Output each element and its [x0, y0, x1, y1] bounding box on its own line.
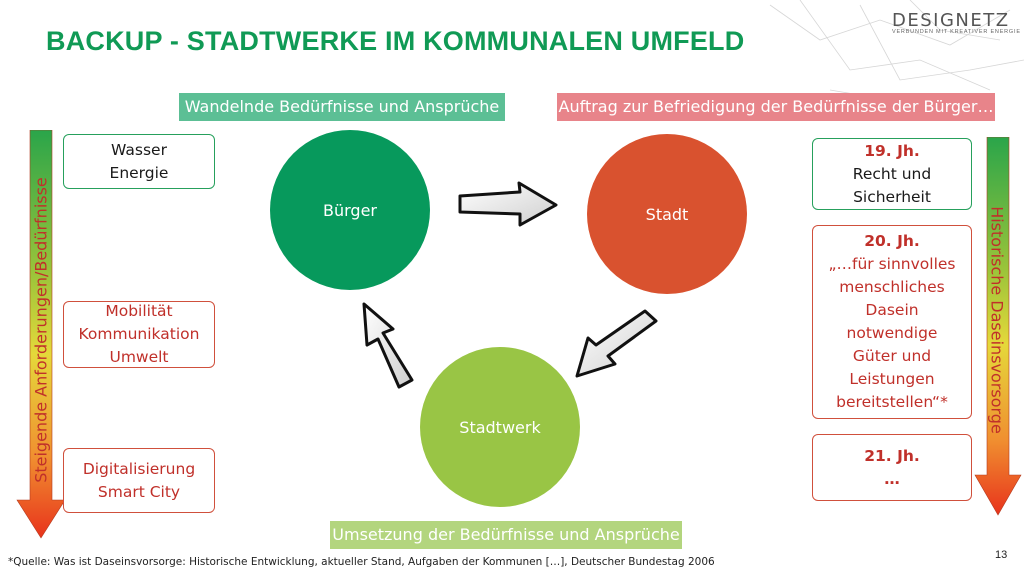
box-line: notwendige — [846, 324, 938, 342]
page-title: BACKUP - STADTWERKE IM KOMMUNALEN UMFELD — [46, 26, 745, 56]
box-line: Wasser — [111, 140, 167, 159]
box-line: bereitstellen“* — [836, 393, 948, 411]
banner-umsetzung: Umsetzung der Bedürfnisse und Ansprüche — [330, 521, 682, 549]
right-axis-label: Historische Daseinsvorsorge — [987, 206, 1007, 434]
circle-label: Stadtwerk — [459, 417, 541, 437]
right-gradient-arrow — [974, 137, 1022, 516]
box-digitalisierung: Digitalisierung Smart City — [63, 448, 215, 513]
box-line: Kommunikation — [78, 325, 200, 343]
box-line: Digitalisierung — [82, 459, 196, 478]
circle-label: Bürger — [323, 200, 377, 220]
box-20-jh: 20. Jh. „…für sinnvolles menschliches Da… — [812, 225, 972, 419]
box-line: Mobilität — [105, 302, 173, 320]
box-line: Leistungen — [849, 370, 935, 388]
logo-designetz: DESIGNETZ — [892, 10, 1010, 31]
box-19-jh: 19. Jh. Recht und Sicherheit — [812, 138, 972, 210]
circle-buerger: Bürger — [270, 130, 430, 290]
left-axis-label: Steigende Anforderungen/Bedürfnisse — [31, 177, 51, 483]
box-line: menschliches — [839, 278, 945, 296]
footnote: *Quelle: Was ist Daseinsvorsorge: Histor… — [8, 556, 715, 568]
box-heading: 19. Jh. — [864, 141, 920, 160]
circle-label: Stadt — [645, 204, 689, 224]
box-line: Sicherheit — [853, 187, 931, 206]
banner-wandelnde-beduerfnisse: Wandelnde Bedürfnisse und Ansprüche — [179, 93, 505, 121]
box-line: Recht und — [852, 164, 932, 183]
box-mobilitaet: Mobilität Kommunikation Umwelt — [63, 301, 215, 368]
circle-stadtwerk: Stadtwerk — [420, 347, 580, 507]
page-number: 13 — [995, 549, 1008, 561]
box-21-jh: 21. Jh. … — [812, 434, 972, 501]
box-heading: 21. Jh. — [864, 446, 920, 465]
box-line: Güter und — [852, 347, 932, 365]
banner-auftrag: Auftrag zur Befriedigung der Bedürfnisse… — [557, 93, 995, 121]
box-line: … — [884, 469, 900, 488]
box-wasser-energie: Wasser Energie — [63, 134, 215, 189]
circle-stadt: Stadt — [587, 134, 747, 294]
arrow-buerger-to-stadt — [458, 181, 558, 227]
arrow-stadtwerk-to-buerger — [362, 302, 414, 389]
box-line: „…für sinnvolles — [828, 255, 956, 273]
box-line: Smart City — [97, 482, 181, 501]
left-gradient-arrow — [16, 130, 66, 539]
box-heading: 20. Jh. — [864, 232, 920, 250]
box-line: Dasein — [865, 301, 919, 319]
logo-tagline: VERBUNDEN MIT KREATIVER ENERGIE — [892, 29, 1021, 35]
box-line: Umwelt — [109, 348, 169, 366]
arrow-stadt-to-stadtwerk — [575, 309, 658, 378]
box-line: Energie — [109, 163, 169, 182]
